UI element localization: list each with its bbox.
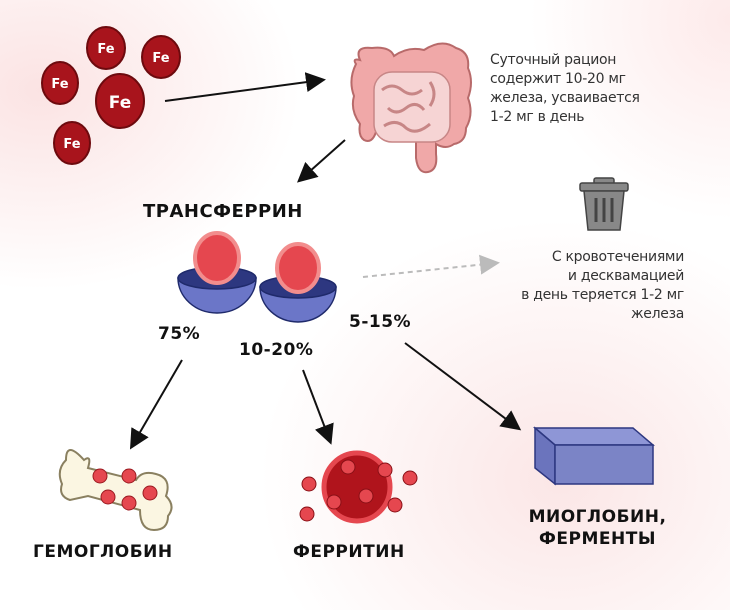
bone-icon xyxy=(58,449,173,532)
intake-line: 1-2 мг в день xyxy=(490,109,585,125)
iron-ion-icon: Fe xyxy=(141,35,181,79)
intake-text: Суточный рацион содержит 10-20 мг железа… xyxy=(490,51,640,127)
arrow-to-myoglobin xyxy=(404,342,522,431)
intake-line: Суточный рацион xyxy=(490,52,617,68)
dashed-loss-arrow xyxy=(362,254,500,278)
arrow-to-ferritin xyxy=(302,369,334,445)
muscle-block-icon xyxy=(532,426,656,486)
arrow-to-transferrin xyxy=(297,139,346,183)
iron-symbol: Fe xyxy=(97,42,114,57)
ferritin-label: ФЕРРИТИН xyxy=(293,542,405,562)
arrow-to-intestine xyxy=(164,72,326,102)
loss-line: и десквамацией xyxy=(567,268,684,284)
iron-ions: Fe Fe Fe Fe Fe xyxy=(41,26,181,165)
iron-ion-icon: Fe xyxy=(53,121,91,165)
myoglobin-label-line: ФЕРМЕНТЫ xyxy=(539,529,656,549)
loss-line: С кровотечениями xyxy=(551,249,684,265)
loss-line: в день теряется 1-2 мг xyxy=(521,287,684,303)
intake-line: содержит 10-20 мг xyxy=(490,71,626,87)
iron-ion-icon: Fe xyxy=(86,26,126,70)
iron-symbol: Fe xyxy=(109,93,131,113)
iron-symbol: Fe xyxy=(63,137,80,152)
percent-hemoglobin: 75% xyxy=(158,324,201,344)
arrow-to-hemoglobin xyxy=(129,359,183,450)
intake-line: железа, усваивается xyxy=(490,90,640,106)
percent-ferritin: 10-20% xyxy=(239,340,314,360)
iron-ion-icon: Fe xyxy=(95,73,145,129)
iron-ion-icon: Fe xyxy=(41,61,79,105)
percent-myoglobin: 5-15% xyxy=(349,312,412,332)
loss-line: железа xyxy=(630,306,684,322)
transferrin-icon xyxy=(177,231,337,323)
loss-text: С кровотечениями и десквамацией в день т… xyxy=(521,248,684,324)
ferritin-icon xyxy=(299,450,418,524)
myoglobin-label-line: МИОГЛОБИН, xyxy=(528,507,667,527)
trash-icon xyxy=(579,177,629,231)
transferrin-label: ТРАНСФЕРРИН xyxy=(143,201,303,222)
iron-symbol: Fe xyxy=(152,51,169,66)
intestine-icon xyxy=(350,42,472,174)
iron-symbol: Fe xyxy=(51,77,68,92)
hemoglobin-label: ГЕМОГЛОБИН xyxy=(33,542,173,562)
myoglobin-label: МИОГЛОБИН, ФЕРМЕНТЫ xyxy=(510,506,685,550)
